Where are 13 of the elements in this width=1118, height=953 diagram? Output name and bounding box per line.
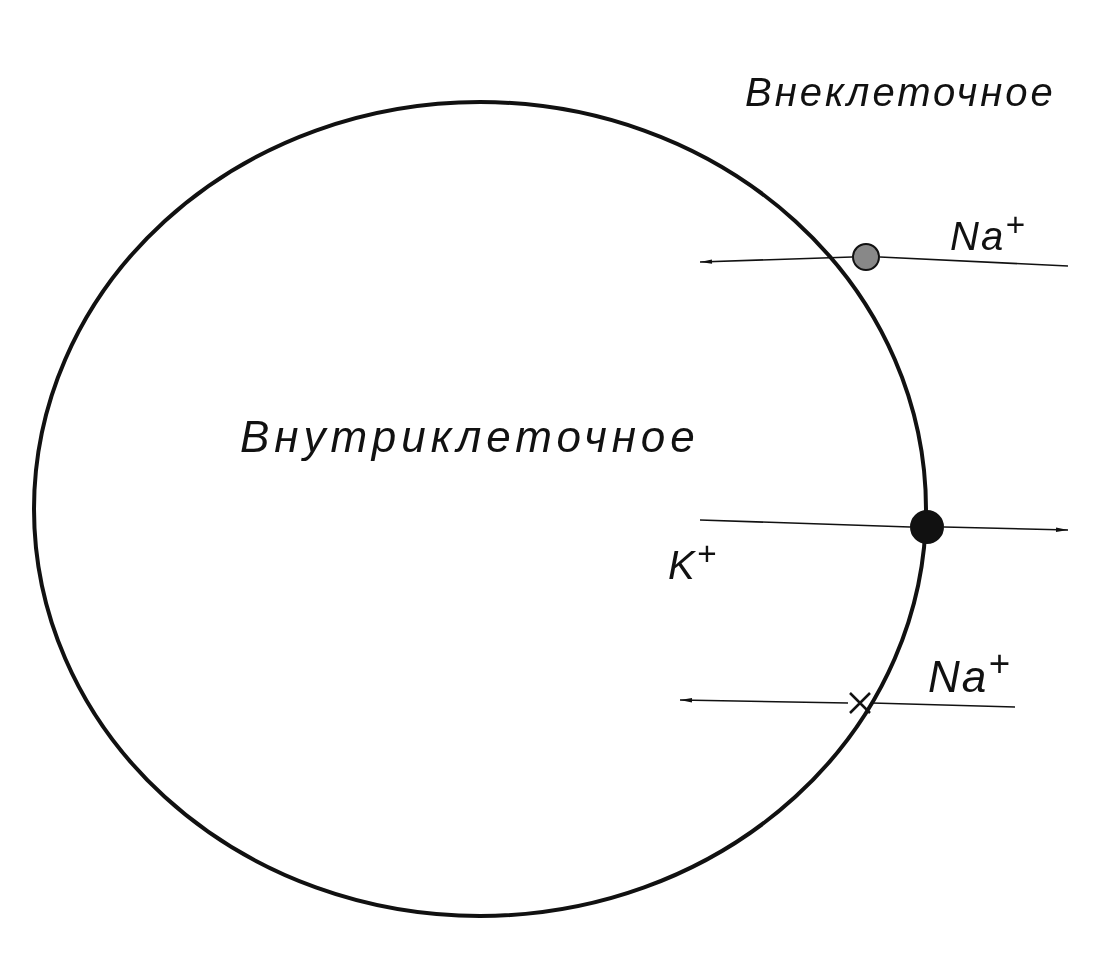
ion-flow-line — [699, 519, 911, 528]
ion-flow-arrow — [699, 256, 853, 264]
ion-label: Na$^{+}$ — [928, 643, 1012, 702]
ion-flow-line — [879, 256, 1069, 267]
ion-flow-arrow — [943, 526, 1069, 532]
ion-flow-line — [871, 702, 1016, 708]
region-label: Внутриклеточное — [240, 412, 700, 462]
ion-label: K$^{+}$ — [668, 535, 719, 589]
channel-dot — [852, 243, 880, 271]
ion-label: Na$^{+}$ — [950, 206, 1027, 260]
region-label: Внеклеточное — [745, 70, 1056, 115]
channel-dot — [910, 510, 944, 544]
ion-flow-arrow — [679, 698, 849, 704]
